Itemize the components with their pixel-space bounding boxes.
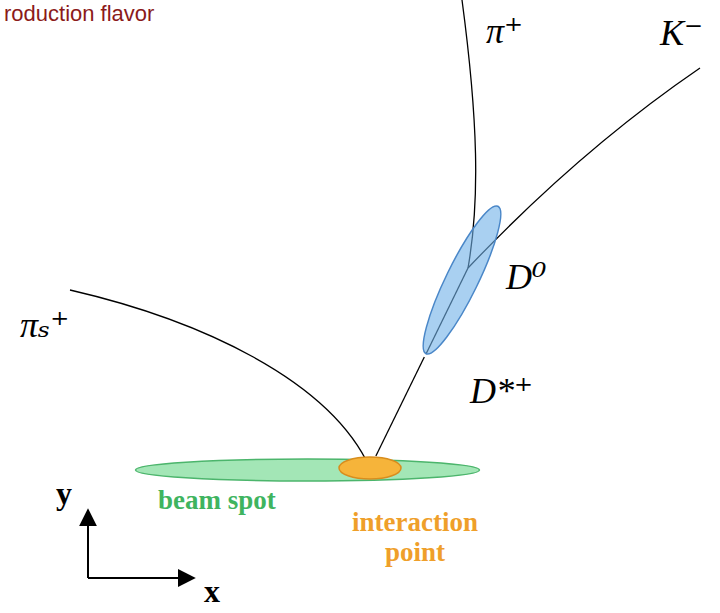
interaction-point: interaction point (338, 456, 402, 480)
y-axis-arrow (87, 510, 89, 578)
particle-track (376, 357, 424, 456)
decay-vertex-ellipse-label: D⁰ (506, 258, 546, 298)
beam-spot: beam spotinteraction point (135, 458, 480, 482)
interaction-point-label: interaction point (330, 508, 500, 567)
axis-label: y (56, 476, 72, 511)
kaon-track (468, 68, 700, 268)
particle-label: π⁺ (486, 12, 523, 52)
particle-label: πₛ⁺ (20, 306, 69, 346)
decay-vertex-ellipse: D⁰ (420, 203, 504, 357)
beam-spot-shape (136, 459, 480, 481)
particle-label: K⁻ (660, 14, 703, 54)
interaction-point-outline (338, 456, 402, 480)
slow-pion-track (70, 290, 370, 468)
interaction-point-shape (339, 457, 401, 479)
particle-label: D*⁺ (470, 372, 533, 412)
decay-vertex-ellipse-shape (412, 199, 513, 360)
beam-spot-label: beam spot (158, 486, 276, 516)
axis-label: x (204, 574, 220, 609)
beam-spot-outline (135, 458, 480, 482)
x-axis-arrow (88, 577, 194, 579)
decay-vertex-ellipse-outline (420, 203, 504, 357)
slide-title: roduction flavor (4, 2, 154, 26)
